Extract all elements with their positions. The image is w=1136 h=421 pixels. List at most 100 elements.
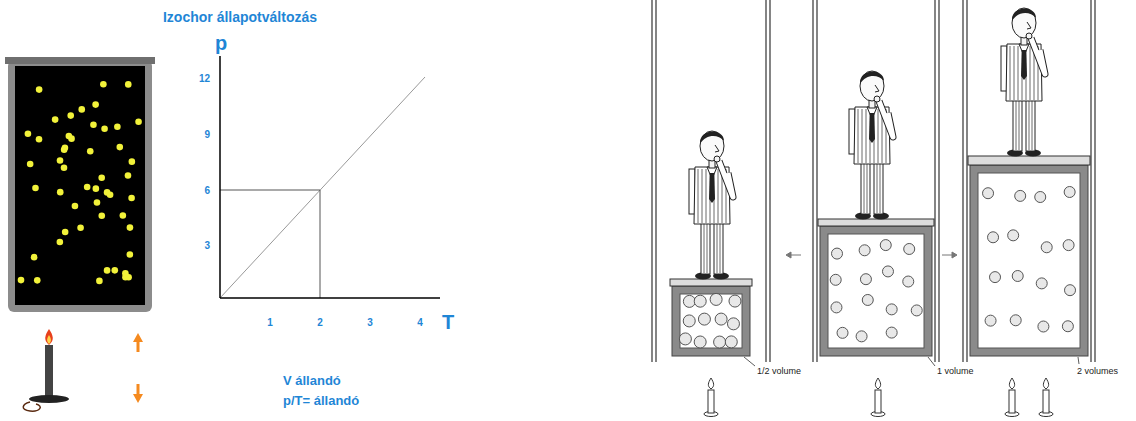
man-figure-part <box>1026 33 1032 39</box>
gas-particle <box>98 212 105 219</box>
cylinder-walls <box>652 0 1095 362</box>
man-figure <box>849 71 893 220</box>
gas-particle <box>129 158 136 165</box>
gas-particle <box>78 106 85 113</box>
candle-part <box>1043 390 1049 413</box>
gas-particle <box>120 212 127 219</box>
gas-particle <box>31 254 38 261</box>
candle-part <box>875 390 881 413</box>
candle-burner-part <box>23 402 40 411</box>
tick-label: 6 <box>204 185 210 196</box>
gas-molecule <box>710 293 722 305</box>
candle-part <box>875 378 880 389</box>
gas-molecule <box>1008 230 1019 241</box>
cylinder-walls-part <box>769 0 770 362</box>
gas-particle <box>27 161 34 168</box>
gas-particle <box>62 229 69 236</box>
gas-particle <box>98 174 105 181</box>
p-t-graph-part <box>220 190 320 191</box>
volume-label: 2 volumes <box>1077 367 1118 377</box>
man-figure-part <box>702 169 703 223</box>
candle <box>704 378 718 417</box>
candle-part <box>708 390 714 413</box>
gas-particle <box>67 112 74 119</box>
gas-particle <box>116 144 123 151</box>
man-figure-part <box>867 162 868 213</box>
cylinder-walls-part <box>966 0 967 362</box>
gas-boxes-part <box>970 165 1088 356</box>
man-figure-part <box>880 162 881 213</box>
man-figure-part <box>874 96 880 102</box>
man-figure-part <box>709 173 715 203</box>
gas-molecule <box>725 336 737 348</box>
candle-part <box>1009 378 1014 389</box>
cylinder-walls-part <box>816 0 817 362</box>
gas-molecule <box>1012 270 1023 281</box>
man-figure-part <box>869 113 875 143</box>
gas-molecule <box>1041 242 1052 253</box>
gas-molecule <box>1063 240 1074 251</box>
gas-particle <box>87 148 94 155</box>
gas-particles <box>18 81 142 284</box>
direction-arrows-part <box>952 252 957 258</box>
gas-particle <box>61 165 68 172</box>
candle-part <box>1009 390 1015 413</box>
gas-particle <box>101 125 108 132</box>
gas-particle <box>104 267 111 274</box>
man-figure-part <box>1031 38 1045 74</box>
tick-label: 3 <box>367 317 373 328</box>
gas-particle <box>94 199 101 206</box>
gas-molecule <box>1065 285 1076 296</box>
gas-particle <box>77 224 84 231</box>
man-figure-part <box>1014 46 1015 100</box>
volume-label: 1/2 volume <box>757 367 801 377</box>
gas-molecule <box>694 295 706 307</box>
candle <box>871 378 885 417</box>
gas-molecule <box>988 232 999 243</box>
leader-lines-part <box>1078 357 1079 364</box>
gas-molecule <box>1038 321 1049 332</box>
heat-arrows-part <box>133 384 143 403</box>
gas-boxes-part <box>968 156 1090 165</box>
gas-molecule <box>830 274 841 285</box>
gas-molecule <box>715 313 727 325</box>
direction-arrows <box>786 252 957 258</box>
gas-particle <box>125 172 132 179</box>
man-figure-part <box>1029 99 1030 150</box>
man-figure-part <box>1012 9 1036 21</box>
p-t-graph-part <box>220 77 425 298</box>
gas-particle <box>128 195 135 202</box>
gas-molecule <box>860 274 871 285</box>
man-figure-part <box>877 162 878 213</box>
cylinder-walls-part <box>1090 0 1091 362</box>
gas-particle <box>25 131 32 138</box>
gas-molecule <box>856 331 867 342</box>
man-figure-part <box>1030 46 1031 100</box>
man-figure-part <box>1032 99 1033 150</box>
gas-particle <box>122 274 129 281</box>
man-figure-part <box>1026 98 1035 151</box>
gas-molecule <box>832 248 843 259</box>
gas-molecule <box>1015 190 1026 201</box>
man-figure-part <box>1019 99 1020 150</box>
gas-particle <box>66 133 73 140</box>
candle-burner-part <box>45 329 53 345</box>
gas-particle <box>61 146 68 153</box>
p-t-graph-part <box>219 56 221 298</box>
candle-burner-part <box>47 335 51 344</box>
gas-molecule <box>679 333 691 345</box>
gas-particle <box>127 251 134 258</box>
candle <box>1005 378 1019 417</box>
gas-molecule <box>1036 278 1047 289</box>
gas-boxes-part <box>818 219 934 226</box>
gas-particle <box>36 136 43 143</box>
man-figure-part <box>864 162 865 213</box>
p-t-graph <box>220 56 440 298</box>
man-figure-part <box>704 222 705 273</box>
man-figure-part <box>1012 8 1036 38</box>
cylinder-walls-part <box>651 0 652 362</box>
note: p/T= állandó <box>283 394 359 408</box>
man-figure-part <box>1027 22 1031 29</box>
note: V állandó <box>283 374 341 388</box>
